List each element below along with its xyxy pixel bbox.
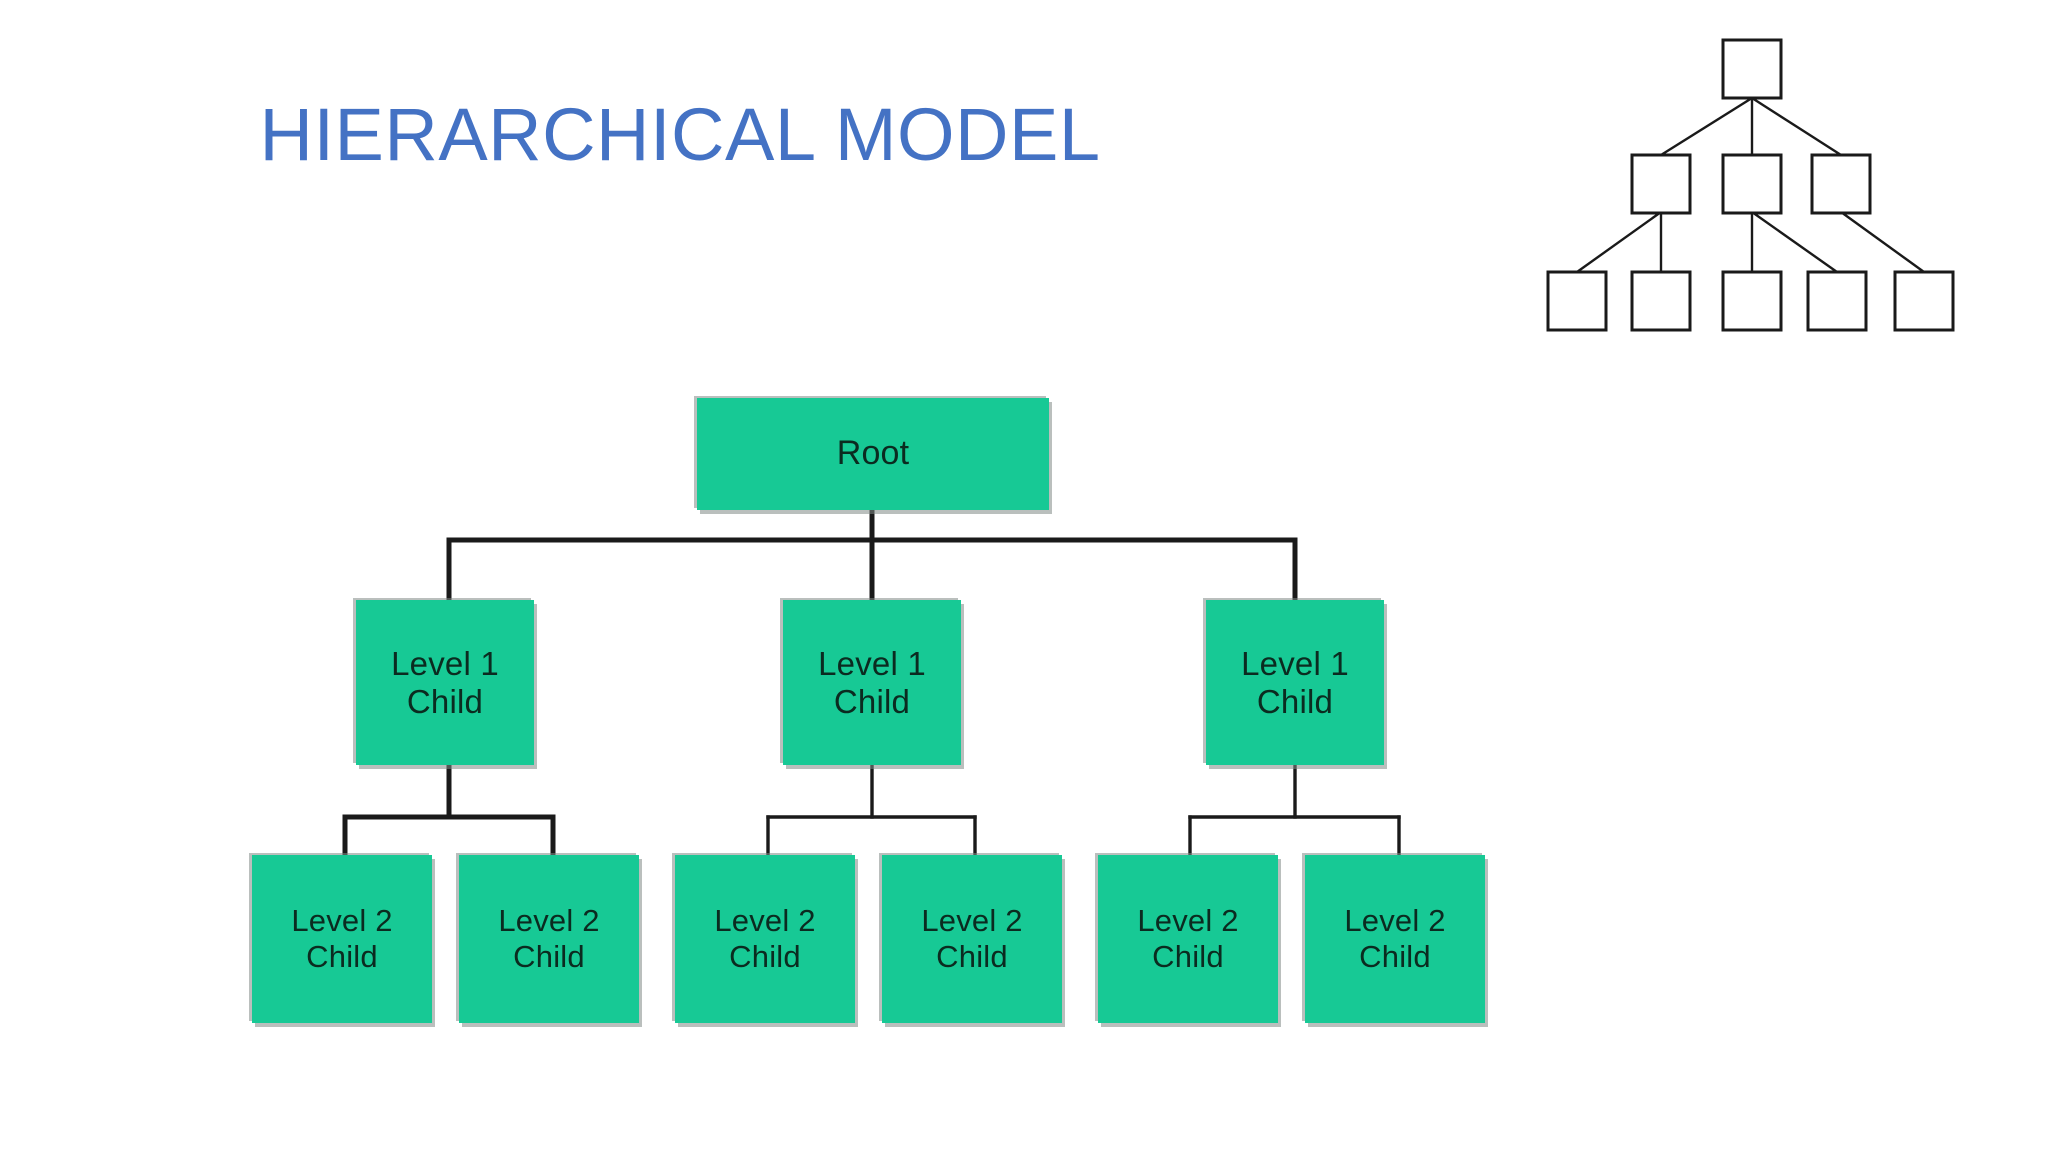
org-node-level2-1-line-2: Child (306, 939, 378, 974)
org-node-level1-1-line-1: Level 1 (391, 644, 499, 682)
org-node-level2-6-line-2: Child (1359, 939, 1431, 974)
org-node-level1-1[interactable]: Level 1 Child (356, 600, 534, 765)
page-title: HIERARCHICAL MODEL (259, 93, 1101, 176)
connector-level1-3-to-children (1188, 763, 1401, 860)
mini-node-mid-3 (1810, 153, 1872, 215)
org-node-level2-4[interactable]: Level 2 Child (882, 855, 1062, 1023)
org-node-level1-3-line-1: Level 1 (1241, 644, 1349, 682)
hierarchy-thumbnail (1530, 10, 2040, 350)
org-node-level2-3-line-1: Level 2 (714, 903, 816, 939)
org-node-root-line-1: Root (836, 434, 910, 473)
org-node-level2-6[interactable]: Level 2 Child (1305, 855, 1485, 1023)
org-node-level1-1-line-2: Child (406, 682, 484, 720)
org-node-level2-4-line-2: Child (936, 939, 1008, 974)
mini-node-root (1721, 38, 1783, 100)
org-node-level2-5-line-1: Level 2 (1137, 903, 1239, 939)
mini-node-leaf-3 (1721, 270, 1783, 332)
mini-node-mid-1 (1630, 153, 1692, 215)
org-node-level1-2-line-2: Child (833, 682, 911, 720)
org-node-level2-1[interactable]: Level 2 Child (252, 855, 432, 1023)
org-node-level2-2-line-1: Level 2 (498, 903, 600, 939)
org-node-level1-2[interactable]: Level 1 Child (783, 600, 961, 765)
org-node-level2-3[interactable]: Level 2 Child (675, 855, 855, 1023)
connector-level1-2-to-children (766, 763, 977, 860)
org-node-level2-4-line-1: Level 2 (921, 903, 1023, 939)
mini-tree-nodes (1546, 38, 1955, 332)
mini-node-leaf-1 (1546, 270, 1608, 332)
org-node-level2-6-line-1: Level 2 (1344, 903, 1446, 939)
mini-node-mid-2 (1721, 153, 1783, 215)
org-node-level2-3-line-2: Child (729, 939, 801, 974)
org-node-level2-2[interactable]: Level 2 Child (459, 855, 639, 1023)
mini-node-leaf-5 (1893, 270, 1955, 332)
org-node-level2-1-line-1: Level 2 (291, 903, 393, 939)
org-node-level1-3-line-2: Child (1256, 682, 1334, 720)
connector-level1-1-to-children (342, 762, 556, 861)
org-node-root[interactable]: Root (697, 398, 1049, 510)
mini-node-leaf-4 (1806, 270, 1868, 332)
org-node-level2-5-line-2: Child (1152, 939, 1224, 974)
org-node-level1-3[interactable]: Level 1 Child (1206, 600, 1384, 765)
mini-node-leaf-2 (1630, 270, 1692, 332)
connector-root-to-level1 (446, 509, 1298, 607)
mini-tree-edges (1576, 96, 1925, 273)
org-node-level2-5[interactable]: Level 2 Child (1098, 855, 1278, 1023)
org-node-level2-2-line-2: Child (513, 939, 585, 974)
org-node-level1-2-line-1: Level 1 (818, 644, 926, 682)
